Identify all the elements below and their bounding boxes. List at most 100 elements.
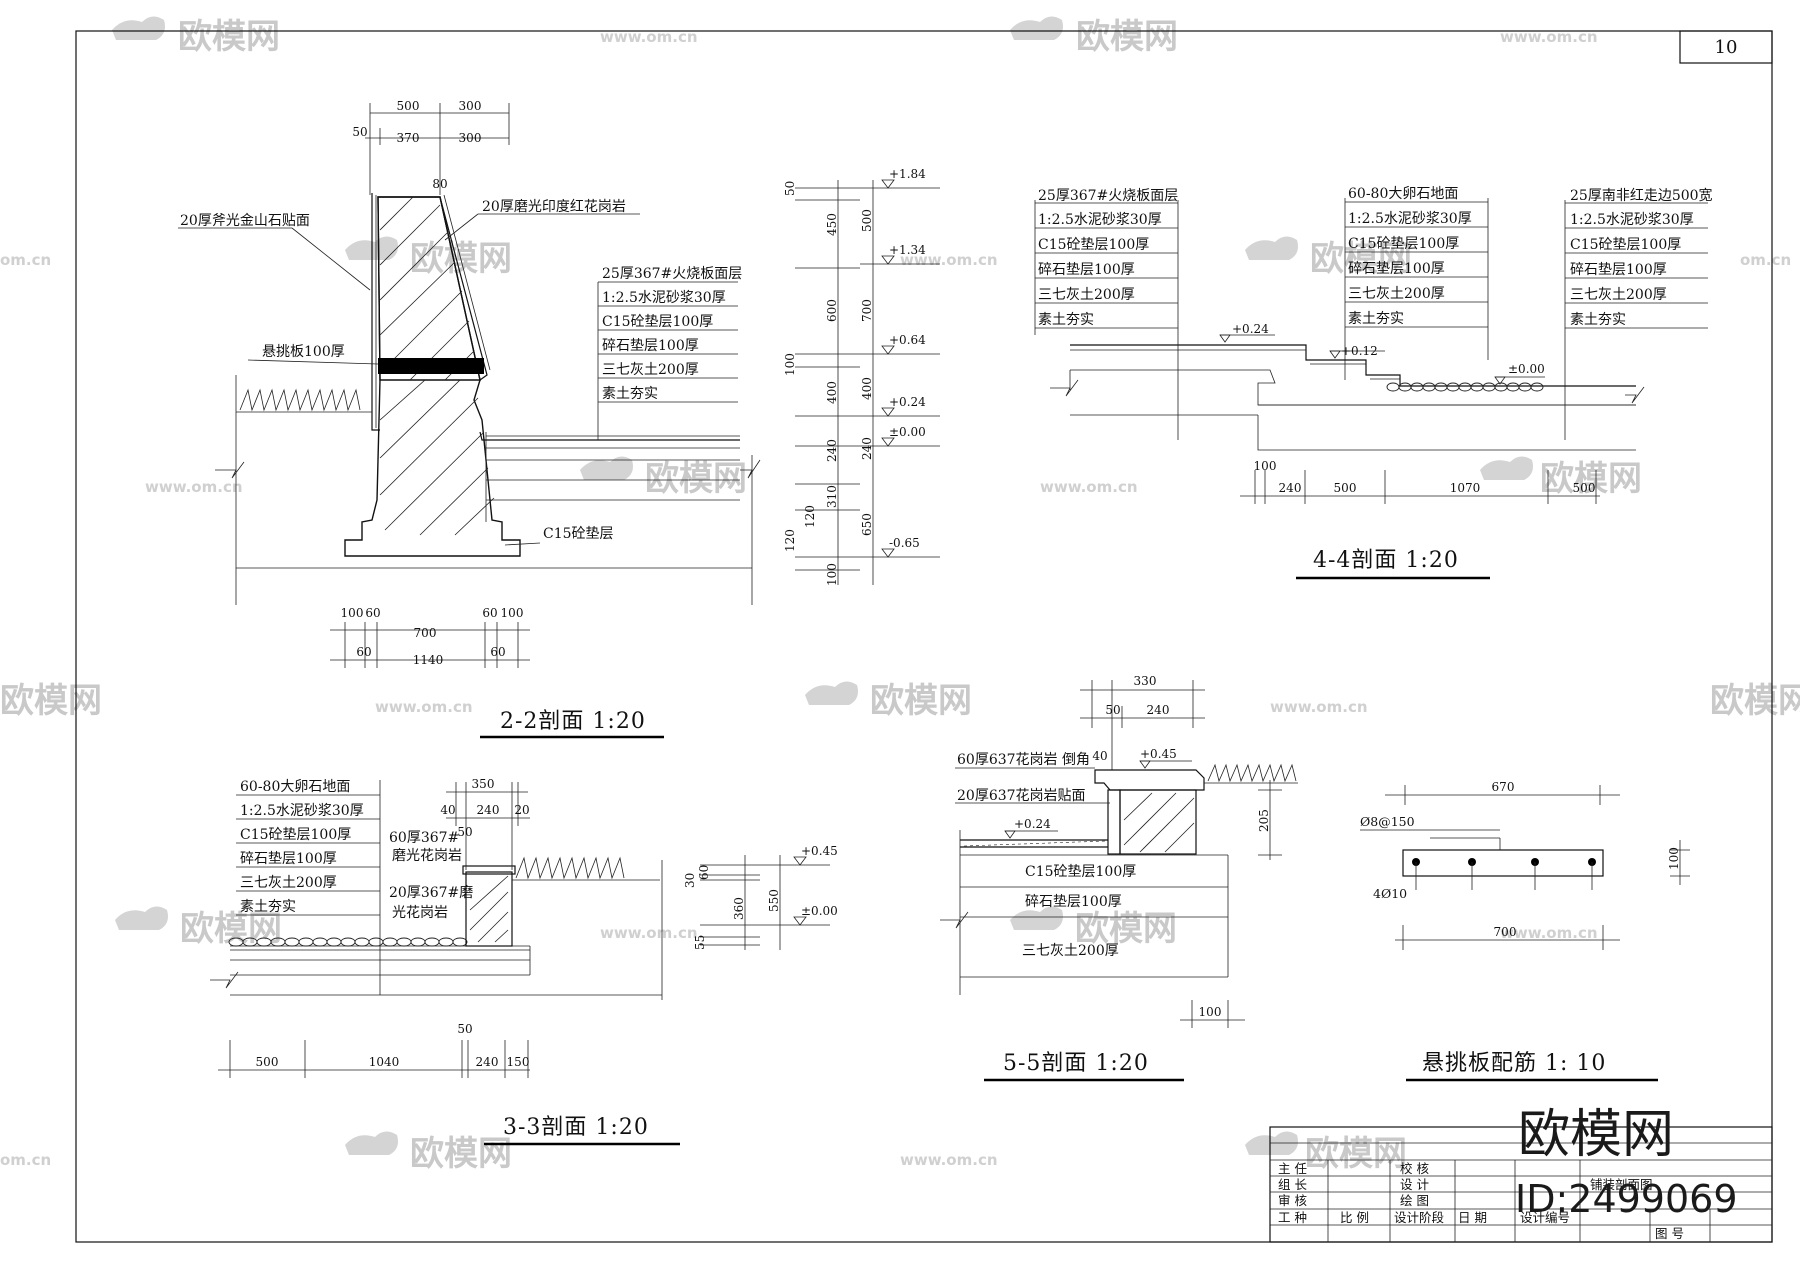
section-title-3-3: 3-3剖面 1:20 bbox=[503, 1115, 649, 1140]
label-gravel: 碎石垫层100厚 bbox=[1025, 894, 1122, 910]
tb-cell: 日 期 bbox=[1458, 1210, 1487, 1225]
level-mark: ±0.00 bbox=[801, 904, 838, 918]
dim-label: 700 bbox=[414, 626, 437, 640]
layer-label: 1:2.5水泥砂浆30厚 bbox=[240, 803, 364, 819]
dim-label: 1140 bbox=[413, 653, 444, 667]
watermark-logo: 欧模网 bbox=[0, 681, 102, 721]
dim-label: 240 bbox=[1279, 481, 1302, 495]
dim-label: 670 bbox=[1492, 780, 1515, 794]
layer-label: 素土夯实 bbox=[240, 899, 296, 915]
rebar-label: Ø8@150 bbox=[1360, 814, 1415, 829]
watermark-logo: 欧模网 bbox=[178, 17, 280, 57]
dim-label: 240 bbox=[825, 439, 839, 462]
dim-label: 300 bbox=[459, 131, 482, 145]
dim-label: 330 bbox=[1134, 674, 1157, 688]
dim-label: 100 bbox=[1254, 459, 1277, 473]
dim-label: 60 bbox=[697, 865, 711, 880]
layer-label: 1:2.5水泥砂浆30厚 bbox=[1038, 212, 1162, 228]
layer-label: C15砼垫层100厚 bbox=[602, 314, 713, 330]
layer-label: 三七灰土200厚 bbox=[1038, 287, 1135, 303]
watermark-url: www.om.cn bbox=[145, 478, 243, 496]
layer-label: C15砼垫层100厚 bbox=[240, 827, 351, 843]
label-face-stone: 20厚斧光金山石贴面 bbox=[180, 213, 310, 229]
section-title-4-4: 4-4剖面 1:20 bbox=[1313, 548, 1459, 573]
level-mark: +0.24 bbox=[1232, 322, 1269, 336]
page-number-box bbox=[1679, 30, 1773, 64]
dim-label: 360 bbox=[732, 897, 746, 920]
layer-label: 三七灰土200厚 bbox=[240, 875, 337, 891]
dim-label: 20 bbox=[514, 803, 529, 817]
dim-label: 700 bbox=[860, 299, 874, 322]
level-mark: +0.12 bbox=[1341, 344, 1378, 358]
watermark-url: www.om.cn bbox=[600, 924, 698, 942]
layer-label: 1:2.5水泥砂浆30厚 bbox=[1348, 211, 1472, 227]
sheet-border bbox=[75, 30, 1773, 1243]
level-mark: +0.24 bbox=[1014, 817, 1051, 831]
rebar-detail: 670 Ø8@150 4Ø10 700 100 悬挑板配筋 1: 10 bbox=[1360, 780, 1690, 1082]
tb-cell: 审 核 bbox=[1278, 1193, 1307, 1208]
layer-label: 碎石垫层100厚 bbox=[1038, 262, 1135, 278]
layer-label: 60-80大卵石地面 bbox=[240, 779, 350, 795]
dim-label: 100 bbox=[783, 353, 797, 376]
watermark-url: www.om.cn bbox=[375, 698, 473, 716]
level-mark: +0.64 bbox=[889, 333, 926, 347]
dim-label: 100 bbox=[1199, 1005, 1222, 1019]
page-number: 10 bbox=[1715, 37, 1738, 58]
dim-label: 400 bbox=[860, 377, 874, 400]
layer-label: 60-80大卵石地面 bbox=[1348, 186, 1458, 202]
dim-label: 100 bbox=[825, 563, 839, 586]
tb-cell: 校 核 bbox=[1400, 1161, 1429, 1176]
tb-cell: 设 计 bbox=[1400, 1177, 1429, 1192]
layer-label: 25厚南非红走边500宽 bbox=[1570, 187, 1713, 204]
dim-label: 240 bbox=[477, 803, 500, 817]
section-2-2: 500 300 50 370 300 80 bbox=[178, 99, 761, 739]
level-mark: ±0.00 bbox=[1508, 362, 1545, 376]
dim-label: 120 bbox=[803, 505, 817, 528]
label-facing: 20厚637花岗岩贴面 bbox=[957, 788, 1086, 804]
dim-label: 310 bbox=[825, 485, 839, 508]
dim-label: 240 bbox=[476, 1055, 499, 1069]
watermark-url: www.om.cn bbox=[1500, 924, 1598, 942]
elevation-scale: +1.84 +1.34 +0.64 +0.24 ±0.00 -0.65 50 4… bbox=[783, 167, 940, 586]
watermark-url: www.om.cn bbox=[900, 251, 998, 269]
section-5-5: 330 50 240 40 60厚637花岗岩 倒角 20厚637花岗岩贴面 C… bbox=[940, 674, 1298, 1082]
layer-label: C15砼垫层100厚 bbox=[1570, 237, 1681, 253]
section-4-4: 25厚367#火烧板面层 1:2.5水泥砂浆30厚 C15砼垫层100厚 碎石垫… bbox=[1034, 186, 1713, 580]
layer-label: 素土夯实 bbox=[1570, 312, 1626, 328]
rebar-label: 4Ø10 bbox=[1373, 886, 1407, 901]
dim-label: 60 bbox=[365, 606, 380, 620]
dim-label: 80 bbox=[432, 177, 447, 191]
dim-label: 500 bbox=[1334, 481, 1357, 495]
dim-label: 120 bbox=[783, 529, 797, 552]
watermark-url: om.cn bbox=[0, 1151, 51, 1169]
watermark-logo: 欧模网 bbox=[1076, 17, 1178, 57]
dim-label: 50 bbox=[783, 181, 797, 196]
watermark-mark: 欧模网 bbox=[112, 16, 280, 57]
dim-label: 50 bbox=[352, 125, 367, 139]
watermark-url: om.cn bbox=[0, 251, 51, 269]
layer-label: C15砼垫层100厚 bbox=[1348, 236, 1459, 252]
watermark-url: www.om.cn bbox=[900, 1151, 998, 1169]
dim-label: 40 bbox=[1092, 749, 1107, 763]
watermark-url: www.om.cn bbox=[1270, 698, 1368, 716]
face-label-line1: 20厚367#磨 bbox=[389, 885, 473, 901]
dim-label: 500 bbox=[256, 1055, 279, 1069]
dim-label: 50 bbox=[457, 1022, 472, 1036]
watermark-url: om.cn bbox=[1740, 251, 1791, 269]
tb-cell: 比 例 bbox=[1340, 1210, 1369, 1225]
watermark-logo: 欧模网 bbox=[1075, 909, 1177, 949]
layer-label: 三七灰土200厚 bbox=[1570, 287, 1667, 303]
label-cushion: C15砼垫层 bbox=[543, 526, 614, 542]
dim-label: 550 bbox=[767, 889, 781, 912]
dim-label: 60 bbox=[482, 606, 497, 620]
tb-cell: 工 种 bbox=[1278, 1210, 1307, 1225]
layer-label: C15砼垫层100厚 bbox=[1038, 237, 1149, 253]
title-block: 主 任 校 核 组 长 设 计 铺装剖面图 审 核 绘 图 工 种 比 例 设计… bbox=[1269, 1126, 1773, 1243]
brand-overlay: 欧模网 ID:2499069 bbox=[1515, 1105, 1738, 1221]
layer-label: 素土夯实 bbox=[602, 386, 658, 402]
dim-label: 60 bbox=[356, 645, 371, 659]
dim-label: 205 bbox=[1257, 809, 1271, 832]
label-granite: 20厚磨光印度红花岗岩 bbox=[482, 199, 626, 215]
label-cap: 60厚637花岗岩 倒角 bbox=[957, 752, 1090, 768]
watermark-logo: 欧模网 bbox=[180, 909, 282, 949]
